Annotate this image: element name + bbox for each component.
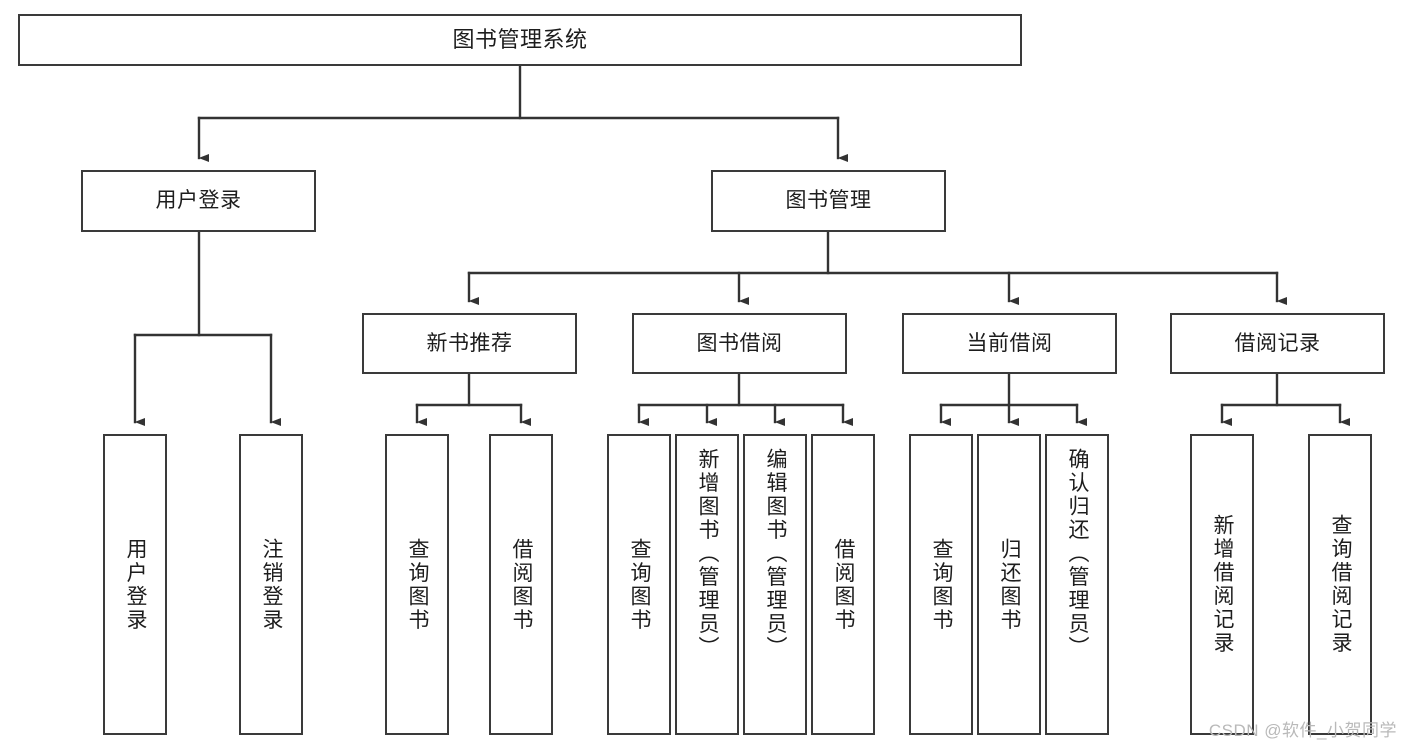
node-book-management[interactable]: 图书管理	[711, 170, 946, 232]
leaf-borrow-borrow-book[interactable]: 借阅图书	[811, 434, 875, 735]
node-label: 用户登录	[124, 537, 148, 632]
node-label: 图书管理	[785, 189, 872, 213]
node-label: 编辑图书（管理员）	[764, 448, 788, 660]
node-label: 查询图书	[628, 537, 652, 632]
node-borrow-record[interactable]: 借阅记录	[1170, 313, 1385, 374]
leaf-borrow-query-book[interactable]: 查询图书	[607, 434, 671, 735]
node-label: 查询图书	[406, 537, 430, 632]
node-label: 图书借阅	[696, 331, 783, 355]
node-label: 用户登录	[155, 189, 242, 213]
node-book-borrow[interactable]: 图书借阅	[632, 313, 847, 374]
node-label: 查询图书	[930, 537, 954, 632]
leaf-borrow-add-book-admin[interactable]: 新增图书（管理员）	[675, 434, 739, 735]
leaf-current-query-book[interactable]: 查询图书	[909, 434, 973, 735]
leaf-user-login-login[interactable]: 用户登录	[103, 434, 167, 735]
node-label: 查询借阅记录	[1329, 514, 1353, 655]
leaf-record-query-record[interactable]: 查询借阅记录	[1308, 434, 1372, 735]
node-label: 注销登录	[260, 537, 284, 632]
leaf-borrow-edit-book-admin[interactable]: 编辑图书（管理员）	[743, 434, 807, 735]
leaf-recommend-borrow-book[interactable]: 借阅图书	[489, 434, 553, 735]
leaf-user-login-logout[interactable]: 注销登录	[239, 434, 303, 735]
node-label: 新增借阅记录	[1211, 514, 1235, 655]
leaf-record-add-record[interactable]: 新增借阅记录	[1190, 434, 1254, 735]
watermark-text: CSDN @软件_小贺同学	[1208, 721, 1397, 740]
node-label: 新增图书（管理员）	[696, 448, 720, 660]
node-label: 当前借阅	[966, 331, 1053, 355]
node-root-system[interactable]: 图书管理系统	[18, 14, 1022, 66]
node-user-login[interactable]: 用户登录	[81, 170, 316, 232]
node-label: 归还图书	[998, 537, 1022, 632]
node-label: 图书管理系统	[452, 26, 588, 52]
node-label: 确认归还（管理员）	[1066, 448, 1090, 660]
node-label: 新书推荐	[426, 331, 513, 355]
leaf-current-confirm-return-admin[interactable]: 确认归还（管理员）	[1045, 434, 1109, 735]
node-new-book-recommend[interactable]: 新书推荐	[362, 313, 577, 374]
node-current-borrow[interactable]: 当前借阅	[902, 313, 1117, 374]
leaf-recommend-query-book[interactable]: 查询图书	[385, 434, 449, 735]
node-label: 借阅记录	[1234, 331, 1321, 355]
node-label: 借阅图书	[832, 537, 856, 632]
leaf-current-return-book[interactable]: 归还图书	[977, 434, 1041, 735]
node-label: 借阅图书	[510, 537, 534, 632]
